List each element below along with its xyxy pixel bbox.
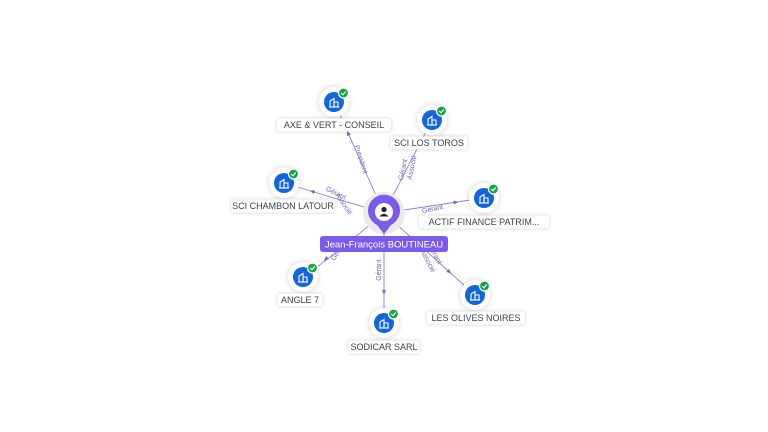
company-name-label: ANGLE 7 <box>281 295 319 305</box>
company-name-label: SCI LOS TOROS <box>394 138 464 148</box>
building-icon <box>379 318 389 329</box>
company-name-label: LES OLIVES NOIRES <box>431 313 520 323</box>
company-node-les-olives-noires[interactable]: LES OLIVES NOIRES <box>426 280 526 325</box>
building-icon <box>329 97 339 108</box>
edge-arrow <box>453 200 459 205</box>
company-label-background <box>390 136 468 150</box>
company-label-background <box>419 215 549 229</box>
company-name-label: ACTIF FINANCE PATRIM... <box>429 217 540 227</box>
edge-arrow <box>382 289 386 295</box>
company-node-sci-chambon-latour[interactable]: SCI CHAMBON LATOUR <box>231 168 335 213</box>
company-node-sci-los-toros[interactable]: SCI LOS TOROS <box>390 105 468 150</box>
check-badge-icon <box>306 262 319 274</box>
company-label-background <box>426 311 526 325</box>
check-badge-icon <box>337 87 350 99</box>
building-icon <box>427 115 437 126</box>
edge-role-label: Gérant <box>376 259 383 280</box>
company-node-angle-7[interactable]: ANGLE 7 <box>277 262 323 307</box>
edge-role-label: Gérant <box>421 204 443 215</box>
check-badge-icon <box>287 168 300 180</box>
building-icon <box>279 178 289 189</box>
person-icon <box>379 206 389 217</box>
company-label-background <box>277 118 391 132</box>
center-label-background <box>320 236 448 252</box>
check-badge-icon <box>387 308 400 320</box>
edge-arrow <box>346 130 351 137</box>
check-badge-icon <box>478 280 491 292</box>
edge-role-label: Gérant <box>398 158 409 180</box>
edge-role-label: Président <box>353 144 369 174</box>
edge-arrow <box>323 255 329 261</box>
check-badge-icon <box>435 105 448 117</box>
check-badge-icon <box>487 183 500 195</box>
center-name-label: Jean-François BOUTINEAU <box>325 240 443 251</box>
edge-arrow <box>309 190 315 195</box>
nodes-layer: AXE & VERT - CONSEIL SCI LOS TOROS SCI CHA… <box>231 87 549 354</box>
edge-arrow <box>446 268 452 274</box>
building-icon <box>479 193 489 204</box>
company-node-sodicar-sarl[interactable]: SODICAR SARL <box>348 308 420 354</box>
center-node[interactable]: Jean-François BOUTINEAU <box>320 192 448 252</box>
company-node-actif-finance-patrim[interactable]: ACTIF FINANCE PATRIM... <box>419 183 549 229</box>
company-label-background <box>348 340 420 354</box>
company-node-axe-vert-conseil[interactable]: AXE & VERT - CONSEIL <box>277 87 391 132</box>
company-label-background <box>231 199 335 213</box>
building-icon <box>470 290 480 301</box>
company-name-label: AXE & VERT - CONSEIL <box>284 120 384 130</box>
company-label-background <box>277 293 323 307</box>
company-name-label: SCI CHAMBON LATOUR <box>232 201 334 211</box>
edge-role-label: Associé <box>407 155 419 181</box>
building-icon <box>298 272 308 283</box>
company-name-label: SODICAR SARL <box>350 342 417 352</box>
